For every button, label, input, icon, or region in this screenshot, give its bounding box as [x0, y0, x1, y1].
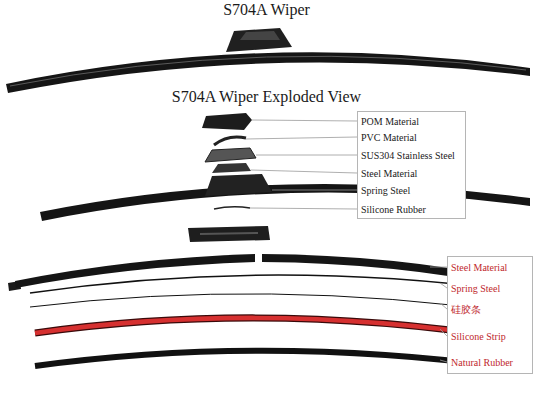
leader-line: [272, 190, 357, 191]
pvc-part: [214, 137, 246, 145]
spring-steel-strip: [30, 275, 515, 293]
material-label: 硅胶条: [451, 304, 481, 316]
leader-line: [250, 208, 357, 209]
silicone-line: [30, 294, 515, 313]
leader-line: [252, 120, 357, 121]
connector-detail: [240, 31, 280, 40]
leader-line: [246, 137, 357, 139]
blade-highlight: [10, 56, 526, 86]
assembly-connector: [205, 174, 272, 196]
adapter-detail: [200, 233, 258, 234]
wiper-blade: [6, 52, 530, 93]
leader-line: [256, 155, 357, 156]
callout-box: POM MaterialPVC MaterialSUS304 Stainless…: [357, 111, 466, 219]
material-label: Spring Steel: [361, 185, 410, 197]
steel-part: [212, 163, 251, 173]
material-label: Silicone Rubber: [361, 204, 426, 216]
material-label: PVC Material: [361, 132, 417, 144]
silicone-strip: [35, 318, 515, 339]
adapter-base: [188, 226, 270, 242]
material-label: Spring Steel: [451, 283, 500, 295]
material-label: Natural Rubber: [451, 357, 513, 369]
material-label: POM Material: [361, 116, 419, 128]
leader-line: [440, 360, 447, 362]
sus304-part: [205, 148, 256, 162]
material-label: SUS304 Stainless Steel: [361, 150, 455, 162]
material-label: Steel Material: [451, 262, 507, 274]
wiper-connector: [226, 28, 292, 52]
leader-line: [430, 267, 447, 268]
material-label: Steel Material: [361, 168, 417, 180]
callout-box: Steel MaterialSpring Steel 硅胶条 Silicone St…: [447, 256, 533, 374]
leader-line: [440, 283, 447, 288]
spring-steel-part: [214, 207, 250, 209]
leader-line: [440, 303, 447, 309]
section-heading: S704A Wiper Exploded View: [0, 88, 533, 106]
diagram-title: S704A Wiper: [0, 1, 533, 19]
leader-line: [251, 170, 357, 173]
silicone-strip-outline: [35, 318, 515, 339]
pom-part: [202, 113, 252, 130]
steel-half-left: [15, 254, 255, 288]
material-label: Silicone Strip: [451, 331, 506, 343]
leader-line: [440, 329, 447, 336]
